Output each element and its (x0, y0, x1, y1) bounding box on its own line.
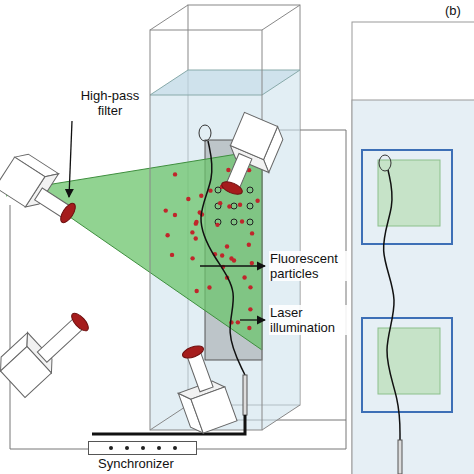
high-pass-filter (58, 201, 78, 225)
camera-body-front (230, 112, 277, 159)
node-label: Synchronizer (88, 456, 199, 471)
annotation-label: Fluorescent particles (269, 251, 349, 281)
camera-view-box (362, 150, 452, 244)
fluorescent-particle (190, 230, 194, 234)
annotation-label: Laser illumination (269, 305, 349, 335)
tank-edge (150, 5, 188, 30)
fluorescent-particle (225, 244, 229, 248)
fluorescent-particle (215, 223, 219, 227)
fluorescent-particle (227, 204, 231, 208)
tank-edge (262, 405, 300, 430)
grid-dot (247, 219, 253, 225)
fluorescent-particle (248, 307, 252, 311)
grid-dot (247, 203, 253, 209)
filament-head (199, 125, 211, 141)
fluorescent-particle (194, 221, 198, 225)
fluorescent-particle (248, 285, 252, 289)
leader-arrow (240, 319, 265, 320)
high-pass-filter (181, 344, 205, 361)
fluorescent-particle (194, 289, 198, 293)
filament (384, 170, 400, 440)
fluorescent-particle (247, 326, 251, 330)
camera (0, 149, 81, 227)
fluorescent-particle (226, 168, 230, 172)
fluorescent-particle (173, 213, 177, 217)
sync-wire (10, 205, 88, 449)
high-pass-filter (220, 179, 244, 197)
annotation-label: High-pass filter (76, 88, 144, 118)
fluorescent-particle (194, 236, 198, 240)
synchronizer-unit: Synchronizer (88, 441, 199, 471)
fluorescent-particle (218, 201, 222, 205)
tank-front (150, 30, 262, 430)
fluorescent-particle (232, 258, 236, 262)
panel-b-water (352, 100, 474, 474)
fluorescent-particle (164, 208, 168, 212)
fluorescent-particle (220, 253, 224, 257)
camera (168, 349, 237, 437)
fluorescent-particle (250, 261, 254, 265)
tank-edge (262, 5, 300, 30)
grid-dot (247, 187, 253, 193)
fluorescent-particle (240, 219, 244, 223)
camera-view-box (362, 318, 452, 412)
fluorescent-particle (199, 193, 203, 197)
fluorescent-particle (255, 199, 259, 203)
leader-arrow (69, 121, 72, 197)
port-dot (141, 446, 145, 450)
fluorescent-particle (250, 231, 254, 235)
synchronizer-ports (89, 442, 196, 454)
fluorescent-particle (190, 256, 194, 260)
port-dot (109, 446, 113, 450)
support-rod (398, 440, 402, 474)
leader-arrow (200, 265, 265, 266)
tank-edge (150, 405, 188, 430)
fluorescent-particle (186, 197, 190, 201)
camera-body-front (191, 387, 237, 433)
support-rod (243, 375, 247, 415)
panel-b-frame (352, 22, 474, 474)
high-pass-filter (69, 311, 91, 334)
fluorescent-particle (207, 285, 211, 289)
fluorescent-particle (170, 253, 174, 257)
fluorescent-particle (165, 233, 169, 237)
laser-sheet (28, 150, 262, 350)
grid-dot (231, 219, 237, 225)
port-dot (157, 446, 161, 450)
fluorescent-particle (173, 172, 177, 176)
camera (217, 112, 287, 196)
port-dot (173, 446, 177, 450)
port-dot (125, 446, 129, 450)
fluorescent-particle (242, 275, 246, 279)
fluorescent-particle (238, 203, 242, 207)
fluorescent-particle (236, 320, 240, 324)
grid-dot (231, 203, 237, 209)
annotation-label: (b) (444, 3, 472, 18)
camera-lens (187, 352, 213, 391)
water-surface (150, 70, 300, 95)
filament-head (379, 155, 391, 171)
synchronizer-box (88, 441, 197, 455)
grid-dot (215, 187, 221, 193)
fluorescent-particle (247, 242, 251, 246)
